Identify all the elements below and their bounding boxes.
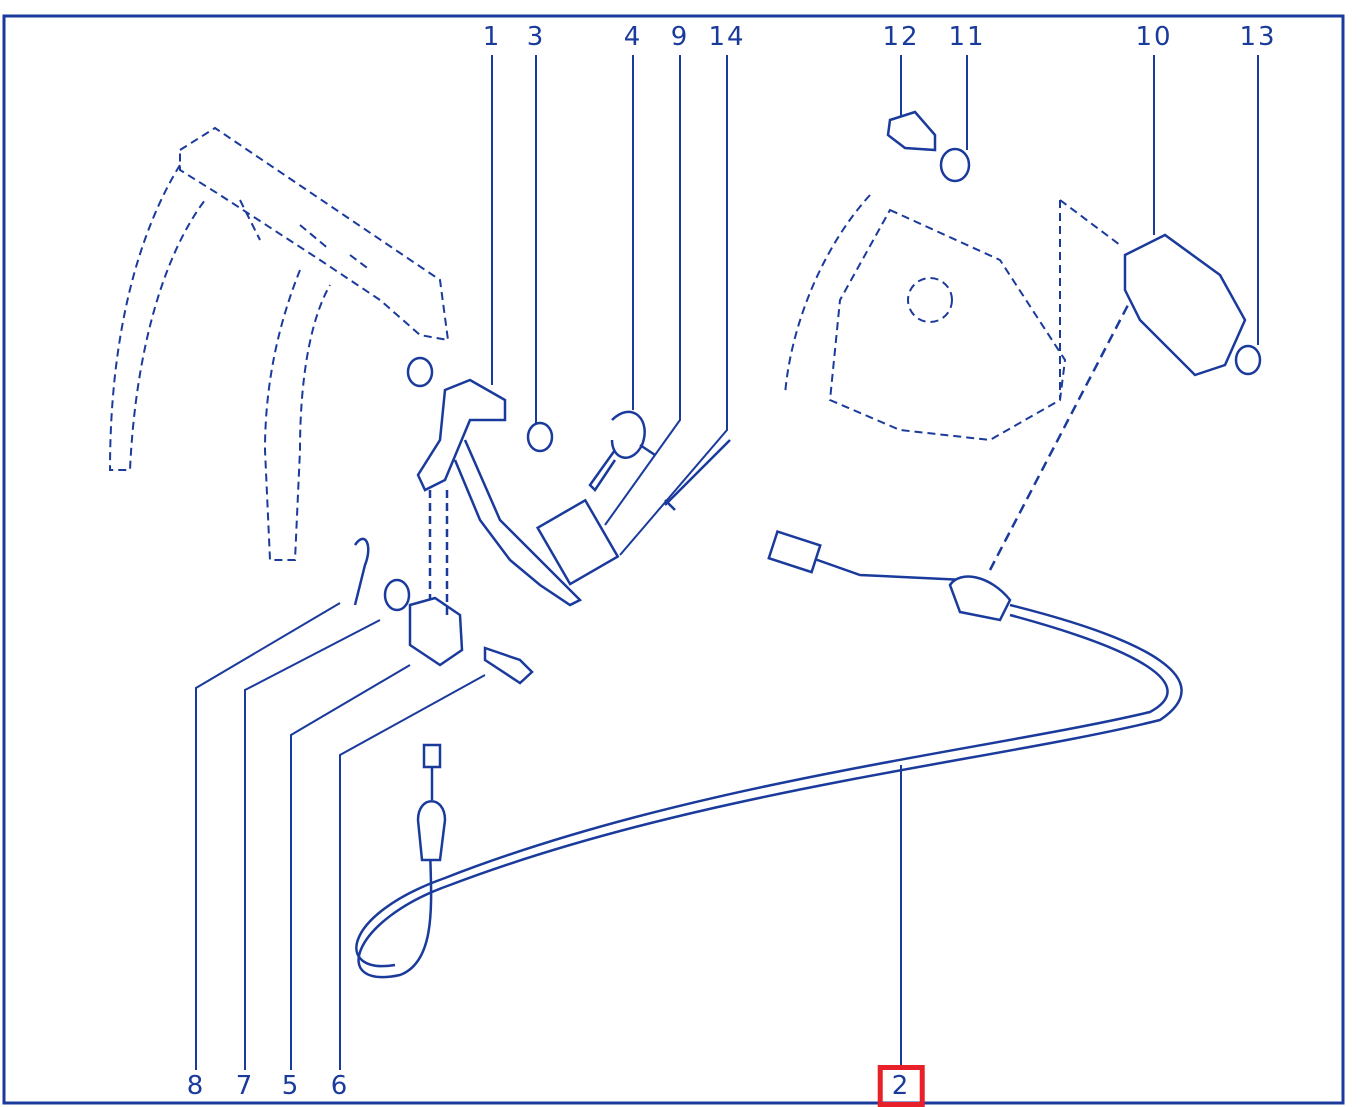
callout-9: 9: [670, 22, 690, 52]
callout-11: 11: [948, 22, 986, 52]
gearbox-housing: [784, 194, 1121, 442]
callout-4: 4: [623, 22, 643, 52]
clutch-cable: [355, 530, 1183, 979]
callout-7: 7: [235, 1071, 255, 1101]
callout-5: 5: [281, 1071, 301, 1101]
fork-and-fasteners: [886, 110, 1262, 571]
callout-2-highlighted[interactable]: 2: [877, 1065, 925, 1107]
callout-3: 3: [526, 22, 546, 52]
callout-1: 1: [482, 22, 502, 52]
callout-8: 8: [186, 1071, 206, 1101]
pedal-bracket: [108, 126, 450, 561]
clutch-pedal: [406, 356, 731, 607]
leader-lines: [195, 55, 1259, 1070]
callout-12: 12: [882, 22, 920, 52]
callout-13: 13: [1239, 22, 1277, 52]
callout-10: 10: [1135, 22, 1173, 52]
frame: [2, 14, 1345, 1105]
callout-14: 14: [708, 22, 746, 52]
clevis-parts: [353, 490, 534, 685]
callout-6: 6: [330, 1071, 350, 1101]
